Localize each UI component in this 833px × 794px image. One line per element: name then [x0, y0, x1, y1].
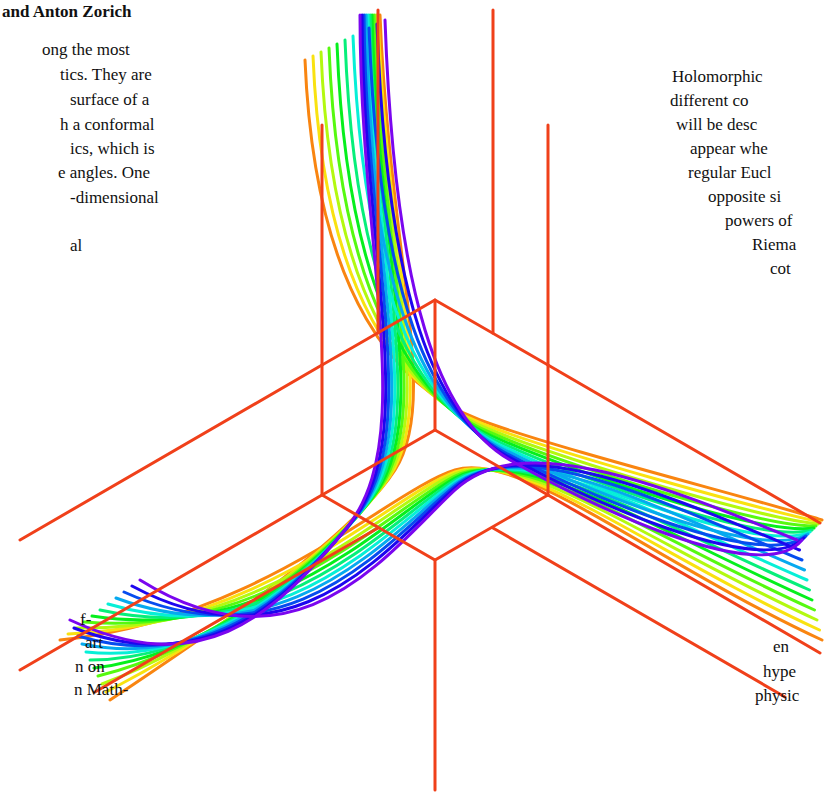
text-fragment: ics, which is — [70, 139, 155, 159]
text-fragment: al — [70, 236, 82, 256]
trajectory-curve — [116, 468, 805, 616]
trajectory-curve — [108, 469, 807, 616]
trajectory-curve — [132, 465, 800, 616]
trajectory-curve — [78, 15, 389, 646]
trajectory-curve — [86, 15, 395, 653]
text-fragment: f- — [80, 610, 91, 630]
text-fragment: n on — [75, 657, 105, 677]
trajectory-curve — [377, 24, 804, 550]
trajectory-curve — [82, 15, 392, 649]
text-fragment: surface of a — [70, 90, 149, 110]
text-fragment: cot — [770, 259, 791, 279]
text-fragment: -dimensional — [70, 188, 159, 208]
text-fragment: h a conformal — [60, 115, 154, 135]
text-fragment: appear whe — [690, 139, 768, 159]
text-fragment: will be desc — [676, 115, 757, 135]
text-fragment: ong the most — [42, 40, 130, 60]
text-fragment: tics. They are — [60, 65, 152, 85]
trajectory-curve — [68, 468, 820, 634]
author-line: and Anton Zorich — [2, 2, 131, 22]
text-fragment: opposite si — [708, 187, 781, 207]
text-fragment: n Math- — [74, 680, 128, 700]
text-fragment: Holomorphic — [672, 67, 763, 87]
text-fragment: e angles. One — [58, 163, 150, 183]
text-fragment: powers of — [725, 211, 793, 231]
red-tree-lines — [20, 10, 820, 790]
text-fragment: art — [85, 633, 103, 653]
trajectory-curve — [361, 32, 808, 540]
trajectory-curve — [124, 467, 802, 616]
text-fragment: physic — [755, 686, 799, 706]
text-fragment: Riema — [752, 235, 796, 255]
text-fragment: hype — [763, 662, 796, 682]
text-fragment: different co — [670, 91, 749, 111]
trajectory-curve — [353, 36, 810, 536]
text-fragment: en — [773, 637, 789, 657]
text-fragment: regular Eucl — [688, 163, 772, 183]
